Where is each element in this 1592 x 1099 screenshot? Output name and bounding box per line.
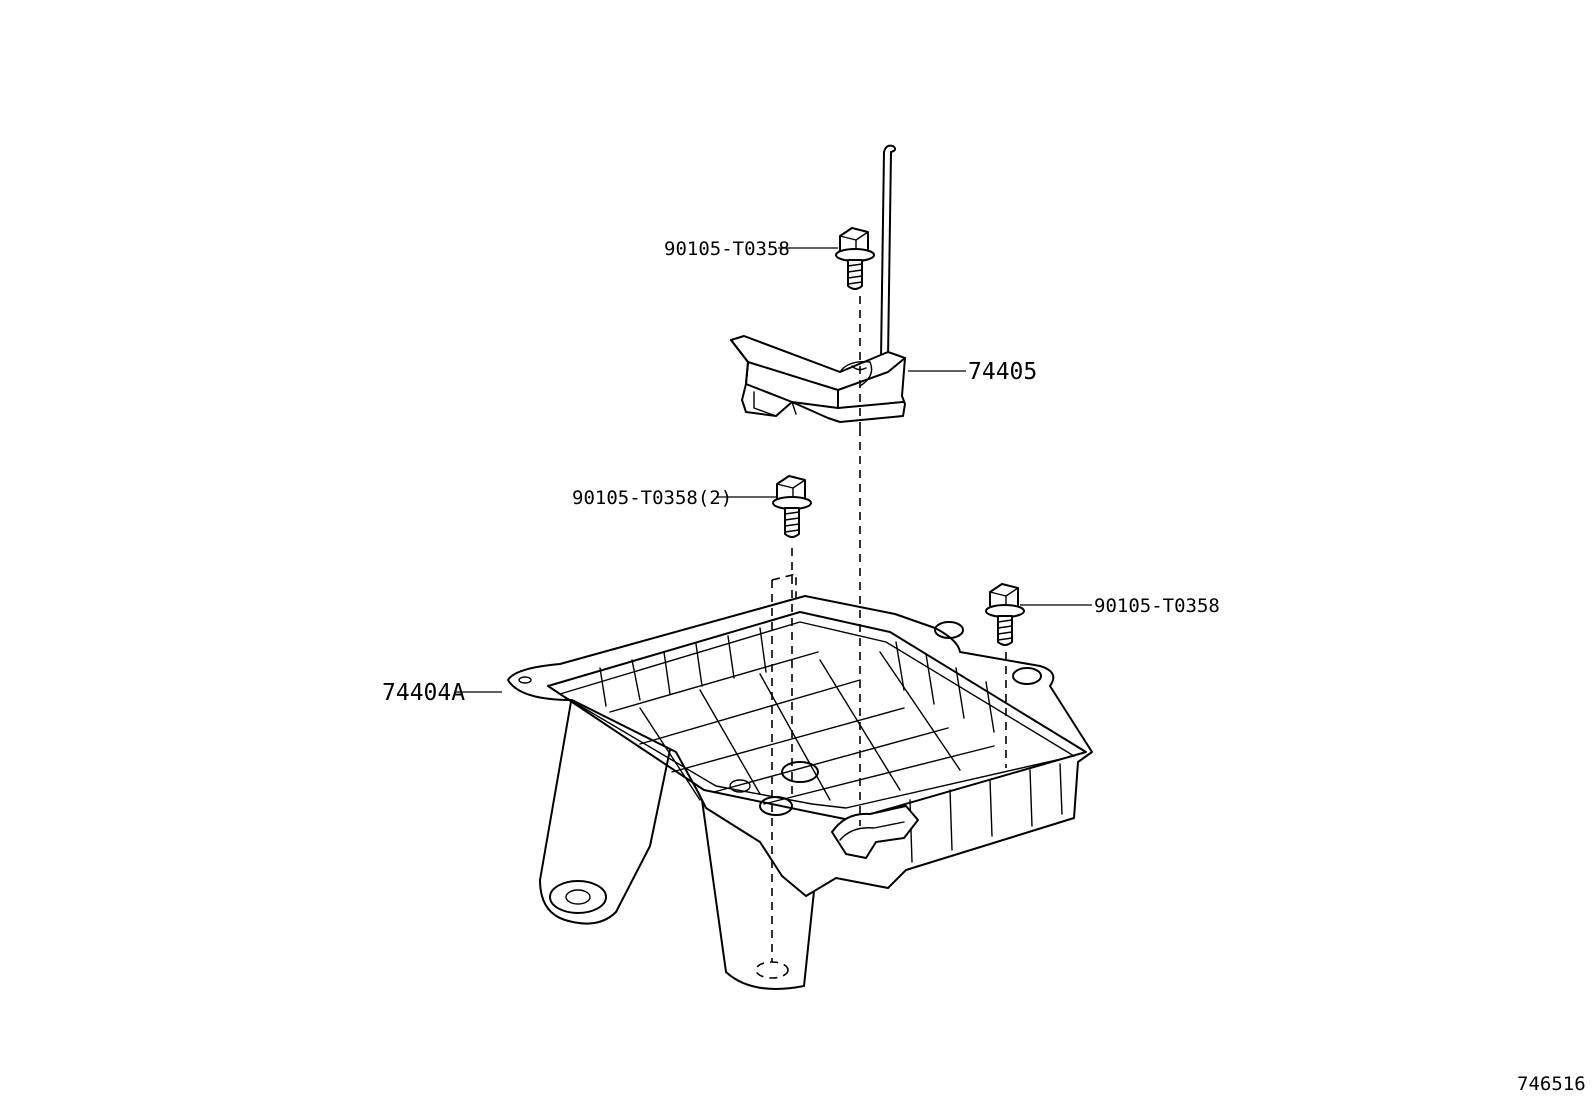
label-bolt-mid: 90105-T0358(2) bbox=[572, 487, 732, 509]
battery-tray-74404a bbox=[507, 595, 1093, 990]
bolt-right bbox=[985, 583, 1025, 646]
diagram-number: 746516 bbox=[1517, 1073, 1586, 1095]
label-bolt-top: 90105-T0358 bbox=[664, 238, 790, 260]
bracket-74405 bbox=[730, 335, 906, 423]
alignment-lines bbox=[755, 296, 1007, 979]
bolt-mid bbox=[772, 475, 812, 538]
label-bracket: 74405 bbox=[968, 359, 1037, 385]
label-tray: 74404A bbox=[382, 680, 465, 706]
hold-down-rod bbox=[880, 144, 897, 359]
bolt-top bbox=[835, 227, 875, 290]
leader-lines bbox=[456, 247, 1092, 693]
label-bolt-right: 90105-T0358 bbox=[1094, 595, 1220, 617]
